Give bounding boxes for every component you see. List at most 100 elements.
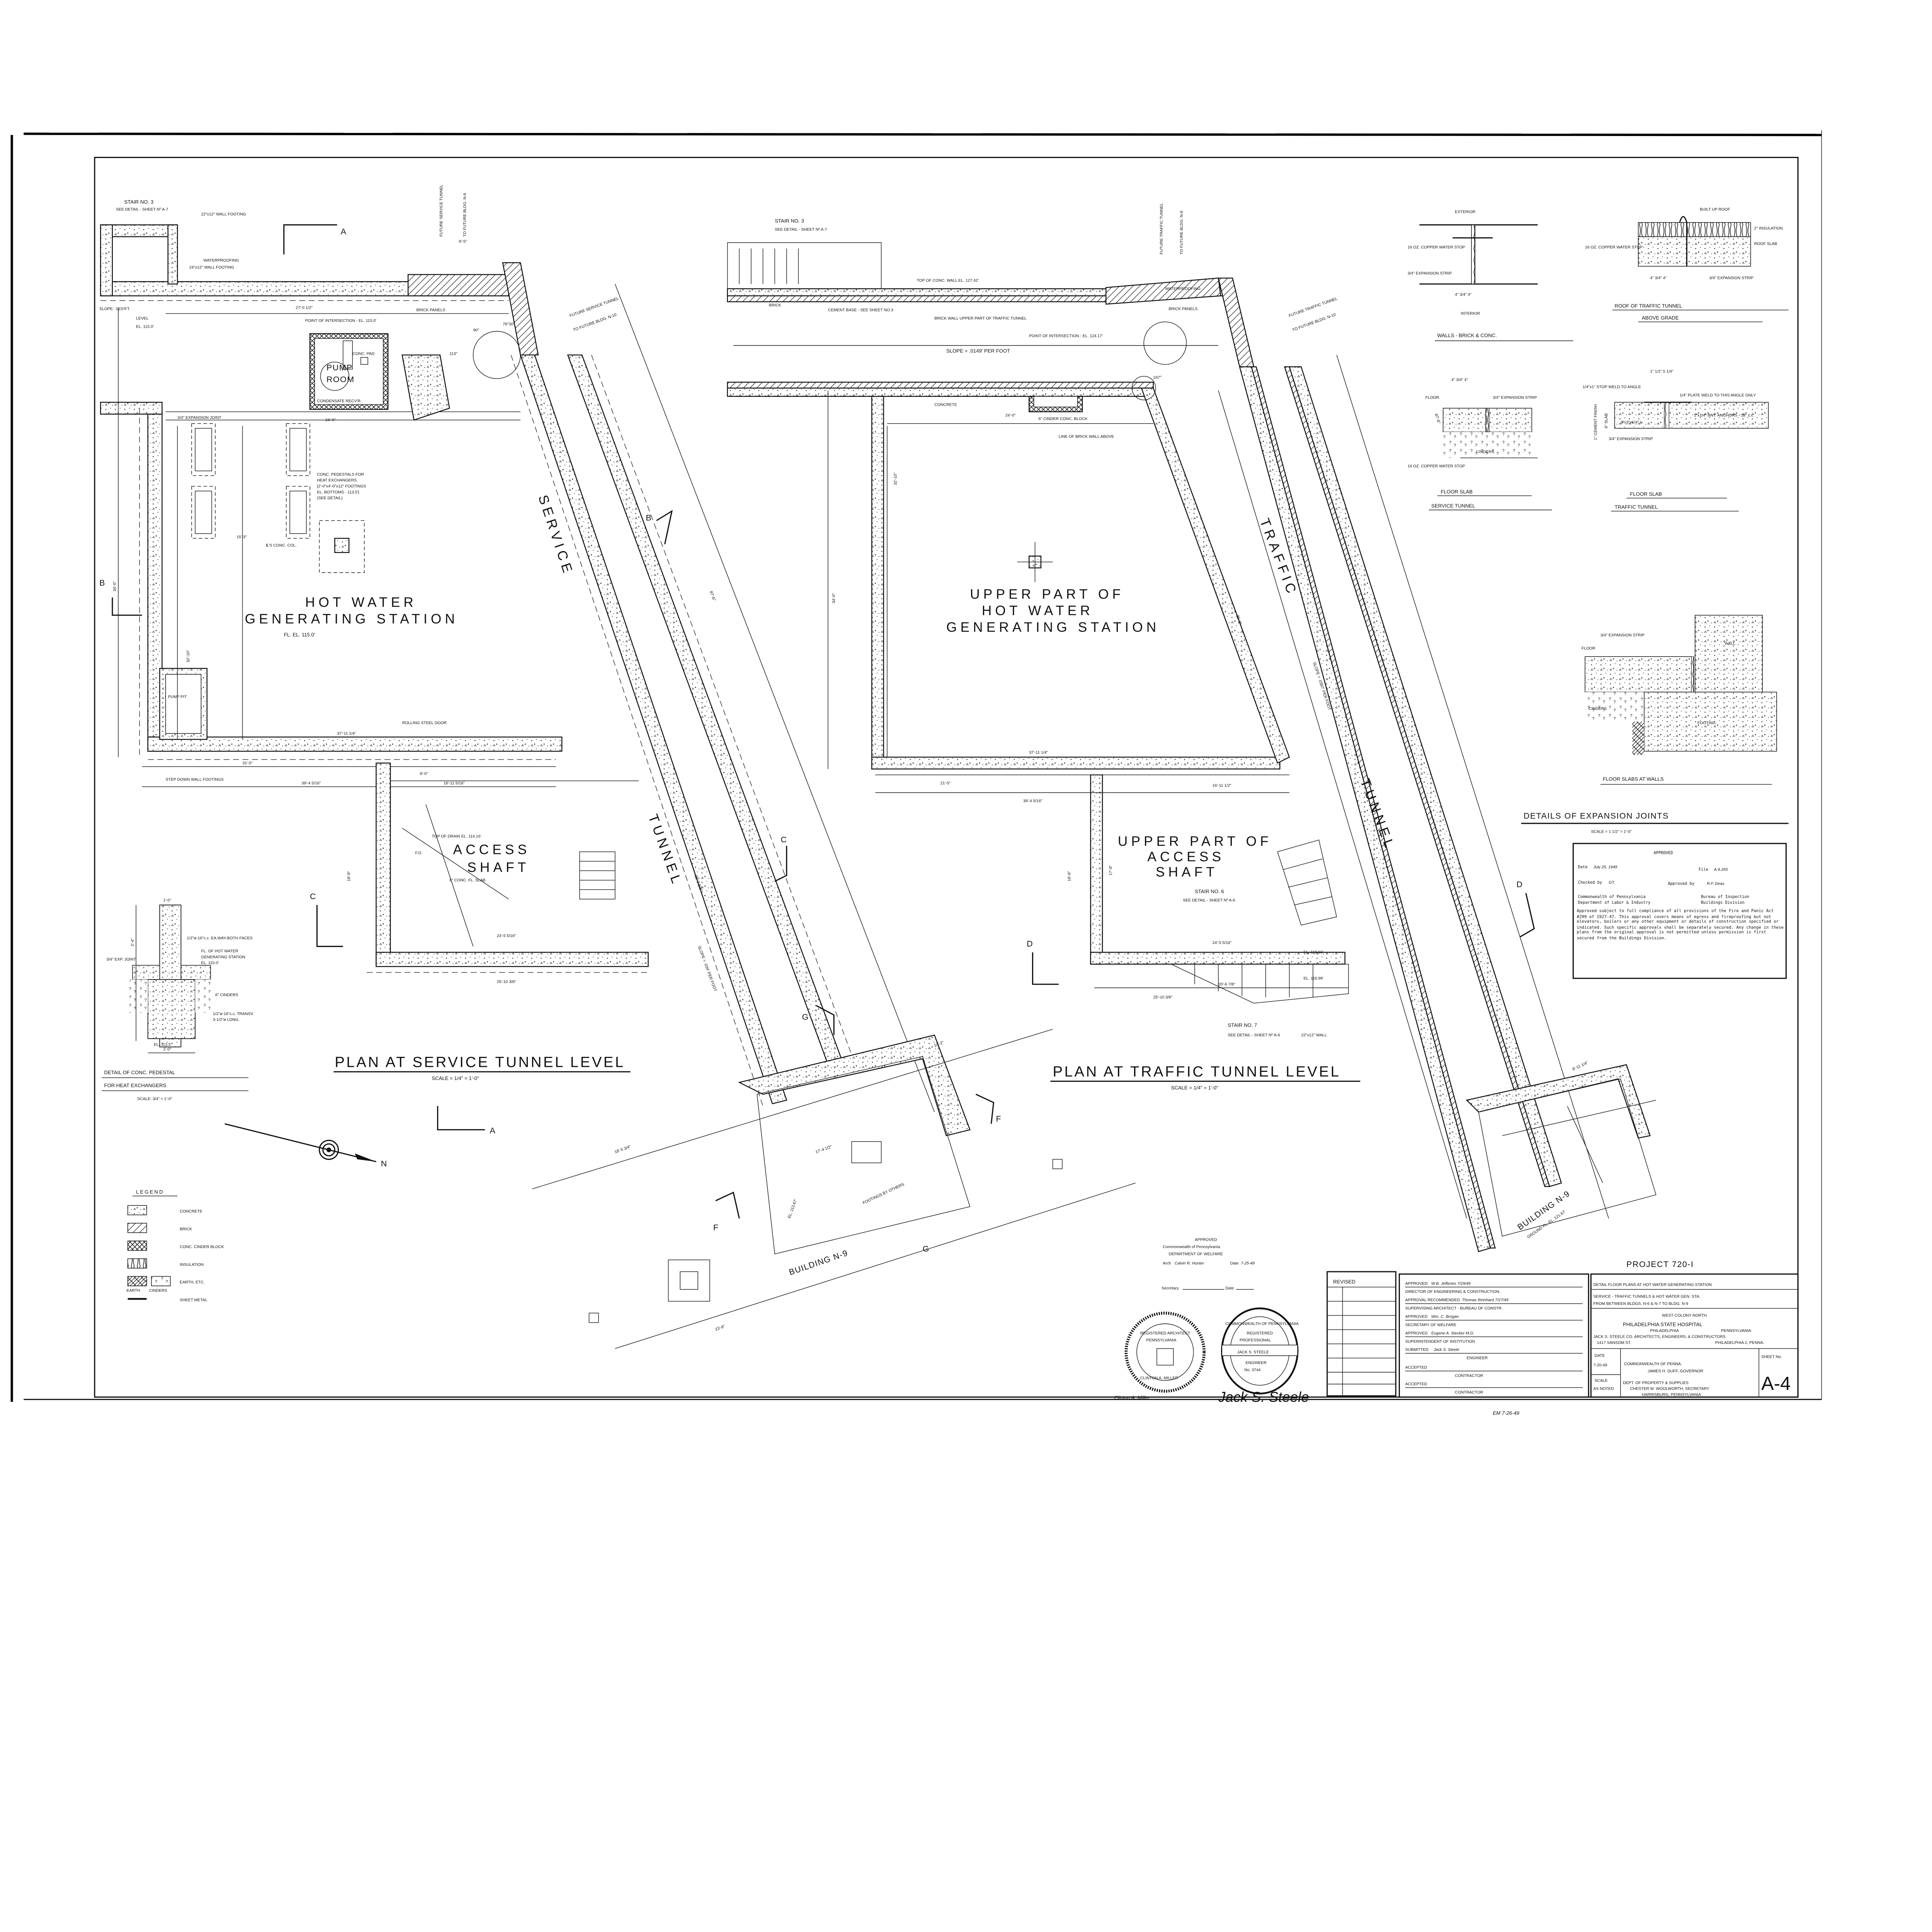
em-note: EM 7-26-49 — [1493, 1410, 1519, 1416]
svg-text:25'-10 3/8": 25'-10 3/8" — [1153, 995, 1173, 1000]
pedestal-detail: 2'-4" 1'-0" 2'-0" 1/2"ø-16"c.c. EA.WAY-B… — [102, 898, 254, 1101]
svg-text:FUTURE SERVICE TUNNEL: FUTURE SERVICE TUNNEL — [439, 185, 444, 237]
traffic-plan-title: PLAN AT TRAFFIC TUNNEL LEVEL — [1053, 1063, 1340, 1080]
svg-text:78°30': 78°30' — [503, 322, 514, 327]
svg-text:24'-5 5/16": 24'-5 5/16" — [1213, 941, 1232, 945]
svg-text:17'-4 1/2": 17'-4 1/2" — [815, 1145, 833, 1154]
traffic-stair-3 — [739, 248, 799, 284]
svg-text:24"x12" WALL FOOTING: 24"x12" WALL FOOTING — [189, 265, 234, 270]
svg-text:Commonwealth of Pennsylvania: Commonwealth of Pennsylvania — [1578, 895, 1646, 899]
svg-text:Arch: Arch — [1163, 1262, 1171, 1266]
sheet-frame — [10, 130, 1822, 1402]
svg-text:POINT OF INTERSECTION - EL. 12: POINT OF INTERSECTION - EL. 124.17' — [1029, 334, 1103, 338]
svg-text:24'-0": 24'-0" — [1005, 413, 1016, 418]
svg-text:SERVICE TUNNEL: SERVICE TUNNEL — [1431, 503, 1475, 509]
svg-text:3-1/2"ø LONG.: 3-1/2"ø LONG. — [213, 1018, 240, 1022]
svg-text:ENGINEER: ENGINEER — [1245, 1361, 1267, 1365]
svg-text:APPROVED: APPROVED — [1405, 1331, 1428, 1335]
legend: LEGEND CONCRETE BRICK CONC. CINDER BLOCK… — [127, 1189, 224, 1303]
section-mark-a-top: A — [283, 224, 346, 255]
svg-text:COMMONWEALTH OF PENNSYLVANIA: COMMONWEALTH OF PENNSYLVANIA — [1225, 1322, 1298, 1326]
access-shaft-title-1: ACCESS — [453, 842, 530, 857]
svg-text:37'-11 1/4": 37'-11 1/4" — [1029, 750, 1048, 755]
svg-text:LEVEL: LEVEL — [136, 316, 149, 321]
svg-text:A: A — [490, 1126, 496, 1135]
svg-text:ACCESS: ACCESS — [1147, 849, 1225, 864]
svg-text:A.9.265: A.9.265 — [1714, 867, 1728, 872]
svg-text:D: D — [1516, 880, 1523, 889]
svg-text:ROOM: ROOM — [327, 375, 355, 384]
service-plan-scale: SCALE = 1/4" = 1'-0" — [432, 1075, 479, 1081]
svg-text:32'-10": 32'-10" — [893, 473, 898, 485]
svg-text:Date: Date — [1225, 1286, 1234, 1291]
svg-text:6" CONC. FL. SLAB: 6" CONC. FL. SLAB — [449, 878, 485, 883]
svg-text:Eugene A. Stecker M.D.: Eugene A. Stecker M.D. — [1431, 1331, 1474, 1335]
svg-text:CONDENSATE RECV'R.: CONDENSATE RECV'R. — [317, 399, 362, 403]
section-mark-f-2: F — [975, 1094, 1001, 1124]
upper-hwgs-title-1: UPPER PART OF — [970, 587, 1124, 602]
svg-text:SECRETARY OF WELFARE: SECRETARY OF WELFARE — [1405, 1323, 1456, 1327]
svg-text:WEST COLONY NORTH: WEST COLONY NORTH — [1662, 1313, 1707, 1318]
stair-3-label: STAIR NO. 3 — [124, 199, 153, 205]
svg-text:B: B — [646, 513, 652, 522]
svg-text:3/4" EXPANSION STRIP: 3/4" EXPANSION STRIP — [1408, 272, 1452, 276]
svg-text:CONC. PEDESTALS FOR: CONC. PEDESTALS FOR — [317, 473, 364, 477]
traffic-stair-3-label: STAIR NO. 3 — [775, 218, 804, 224]
legend-item-insulation: INSULATION — [127, 1258, 204, 1269]
svg-text:20'-6 7/8": 20'-6 7/8" — [1218, 982, 1235, 986]
svg-text:(SEE DETAIL): (SEE DETAIL) — [317, 496, 342, 500]
svg-text:EL. 115.0': EL. 115.0' — [201, 961, 219, 965]
detail-roof-traffic-tunnel: BUILT UP ROOF 2" INSULATION ROOF SLAB 16… — [1585, 207, 1789, 322]
welfare-approval-stamp: APPROVED Commonwealth of Pennsylvania DE… — [1162, 1238, 1255, 1291]
svg-text:TOP OF CONC. WALL EL. 127.42': TOP OF CONC. WALL EL. 127.42' — [917, 279, 978, 283]
svg-text:22"x12" WALL FOOTING: 22"x12" WALL FOOTING — [201, 212, 246, 216]
svg-text:6" SLAB: 6" SLAB — [1604, 413, 1609, 428]
svg-text:4" 3/4" 4": 4" 3/4" 4" — [1455, 293, 1471, 297]
svg-text:4" 3/4" 4": 4" 3/4" 4" — [1451, 378, 1468, 382]
svg-text:39'-4 5/16": 39'-4 5/16" — [1023, 799, 1043, 803]
svg-text:HEAT EXCHANGERS.: HEAT EXCHANGERS. — [317, 478, 357, 483]
miller-signature: Clinton A. Miller — [1114, 1395, 1150, 1401]
svg-text:LINE OF BRICK WALL ABOVE: LINE OF BRICK WALL ABOVE — [1059, 435, 1114, 439]
expansion-details-title: DETAILS OF EXPANSION JOINTS — [1524, 811, 1669, 821]
svg-text:SUBMITTED: SUBMITTED — [1405, 1348, 1429, 1352]
svg-text:4" 3/4" 4": 4" 3/4" 4" — [1650, 276, 1667, 281]
svg-text:INSULATION: INSULATION — [180, 1263, 204, 1267]
svg-text:25'-10 3/8": 25'-10 3/8" — [497, 980, 516, 984]
svg-text:Date: Date — [1578, 865, 1588, 869]
legend-item-brick: BRICK — [127, 1223, 192, 1233]
svg-text:16 OZ. COPPER WATER STOP: 16 OZ. COPPER WATER STOP — [1585, 245, 1643, 250]
svg-text:[2'-0"x4'-0"x12" FOOTINGS: [2'-0"x4'-0"x12" FOOTINGS — [317, 485, 366, 489]
svg-text:ROOF OF TRAFFIC TUNNEL: ROOF OF TRAFFIC TUNNEL — [1615, 303, 1682, 309]
svg-text:JACK S. STEELE CO. ARCHITECTS,: JACK S. STEELE CO. ARCHITECTS, ENGINEERS… — [1593, 1335, 1725, 1339]
svg-text:1/2"ø-16"c.c. TRANSV.: 1/2"ø-16"c.c. TRANSV. — [213, 1012, 254, 1016]
svg-text:DEPARTMENT OF WELFARE: DEPARTMENT OF WELFARE — [1168, 1252, 1223, 1256]
approval-conditions-text: Approved subject to full compliance of a… — [1577, 908, 1784, 940]
svg-text:PUMP PIT: PUMP PIT — [168, 695, 187, 699]
svg-text:8'-0": 8'-0" — [420, 772, 428, 776]
svg-text:34'-0": 34'-0" — [113, 581, 117, 592]
svg-text:EXTERIOR: EXTERIOR — [1455, 210, 1476, 214]
svg-text:Commonwealth of Pennsylvania: Commonwealth of Pennsylvania — [1163, 1245, 1220, 1249]
stair-7-label: STAIR NO. 7 — [1228, 1022, 1257, 1028]
svg-text:JAMES H. DUFF, GOVERNOR: JAMES H. DUFF, GOVERNOR — [1648, 1369, 1703, 1373]
svg-text:HARRISBURG, PENNSYLVANIA: HARRISBURG, PENNSYLVANIA — [1642, 1393, 1701, 1397]
svg-text:2" INSULATION: 2" INSULATION — [1754, 226, 1783, 231]
svg-text:6" CINDER CONC. BLOCK: 6" CINDER CONC. BLOCK — [1039, 417, 1088, 421]
traffic-stair-7 — [1171, 964, 1349, 1004]
svg-text:Secretary: Secretary — [1162, 1286, 1179, 1291]
hwgs-title-2: GENERATING STATION — [245, 612, 458, 627]
svg-text:STEP DOWN WALL FOOTINGS: STEP DOWN WALL FOOTINGS — [166, 778, 224, 782]
svg-text:87'-6": 87'-6" — [1434, 413, 1441, 424]
svg-text:6" CINDERS: 6" CINDERS — [215, 993, 238, 997]
svg-text:EARTH, ETC.: EARTH, ETC. — [180, 1281, 204, 1285]
svg-text:113°: 113° — [449, 352, 457, 356]
architect-signature: Calvin R. Hunter — [1175, 1262, 1204, 1266]
svg-text:22"x12" WALL: 22"x12" WALL — [1301, 1033, 1327, 1037]
svg-text:2'-4": 2'-4" — [131, 938, 135, 946]
